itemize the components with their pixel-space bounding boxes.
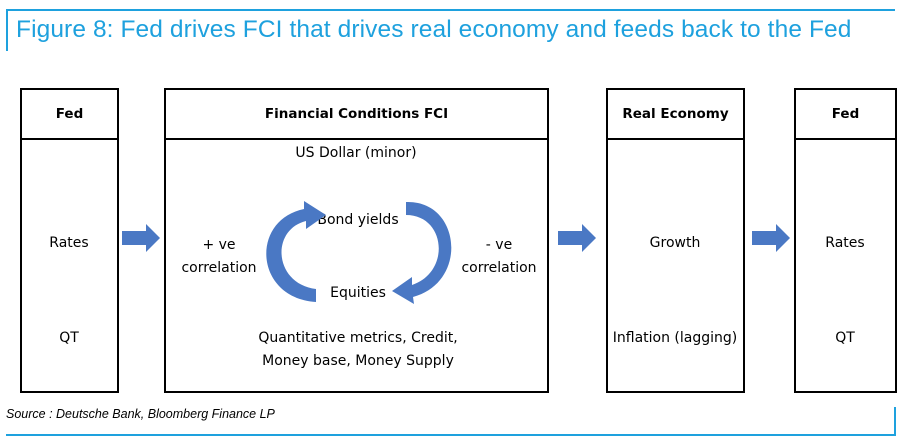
fed-right-header: Fed bbox=[796, 90, 895, 140]
fci-cycle-bottom: Equities bbox=[330, 285, 386, 301]
fed-box-right: Fed Rates QT bbox=[794, 88, 897, 393]
fci-right-label-2: correlation bbox=[461, 260, 537, 276]
fci-header: Financial Conditions FCI bbox=[166, 90, 547, 140]
fci-left-label-2: correlation bbox=[181, 260, 257, 276]
right-arrow-icon bbox=[752, 224, 790, 252]
fed-left-rates: Rates bbox=[49, 235, 89, 251]
fed-right-rates: Rates bbox=[825, 235, 865, 251]
fci-left-label-1: + ve bbox=[202, 237, 236, 253]
fci-right-label-1: - ve bbox=[485, 237, 513, 253]
curved-arrow-icon bbox=[266, 201, 326, 302]
real-economy-box: Real Economy Growth Inflation (lagging) bbox=[606, 88, 745, 393]
cycle-arrows bbox=[266, 201, 452, 304]
figure-title-frame: Figure 8: Fed drives FCI that drives rea… bbox=[6, 11, 897, 51]
fci-bottom-line-2: Money base, Money Supply bbox=[262, 353, 454, 369]
fed-right-qt: QT bbox=[835, 330, 855, 346]
fed-box-left: Fed Rates QT bbox=[20, 88, 119, 393]
real-economy-growth: Growth bbox=[649, 235, 701, 251]
fci-us-dollar-note: US Dollar (minor) bbox=[295, 145, 417, 161]
real-economy-header: Real Economy bbox=[608, 90, 743, 140]
fci-box: Financial Conditions FCI US Dollar (mino… bbox=[164, 88, 549, 393]
right-arrow-icon bbox=[122, 224, 160, 252]
fci-cycle-top: Bond yields bbox=[317, 212, 399, 228]
fci-bottom-line-1: Quantitative metrics, Credit, bbox=[258, 330, 458, 346]
right-arrow-icon bbox=[558, 224, 596, 252]
figure-title: Figure 8: Fed drives FCI that drives rea… bbox=[16, 16, 852, 43]
fed-left-header: Fed bbox=[22, 90, 117, 140]
curved-arrow-icon bbox=[392, 201, 452, 304]
source-note: Source : Deutsche Bank, Bloomberg Financ… bbox=[6, 407, 275, 421]
real-economy-inflation: Inflation (lagging) bbox=[612, 330, 738, 346]
source-right-rule bbox=[894, 407, 896, 436]
source-bottom-rule bbox=[6, 434, 896, 436]
source-frame: Source : Deutsche Bank, Bloomberg Financ… bbox=[6, 407, 896, 436]
title-top-rule bbox=[6, 9, 895, 11]
fed-left-qt: QT bbox=[59, 330, 79, 346]
